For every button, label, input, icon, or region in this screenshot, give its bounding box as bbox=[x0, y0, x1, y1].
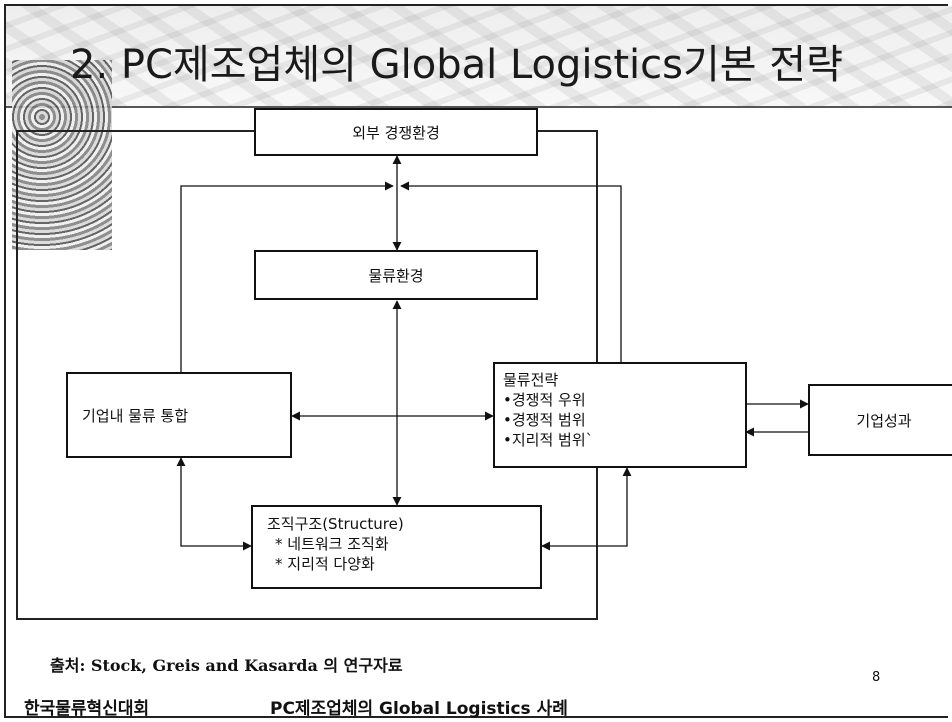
arrow-strategy-structure bbox=[541, 467, 632, 551]
box-organization-structure: 조직구조(Structure) * 네트워크 조직화 * 지리적 다양화 bbox=[251, 505, 542, 589]
box-corporate-performance: 기업성과 bbox=[808, 384, 952, 456]
box-internal-integration: 기업내 물류 통합 bbox=[66, 372, 292, 458]
box-external-competition: 외부 경쟁환경 bbox=[254, 108, 538, 156]
title-background-pattern bbox=[6, 6, 952, 108]
box-logistics-environment-label: 물류환경 bbox=[368, 266, 424, 285]
footer-presentation-title: PC제조업체의 Global Logistics 사례 bbox=[270, 699, 568, 719]
strategy-item: •경쟁적 우위 bbox=[503, 391, 586, 409]
strategy-heading: 물류전략 bbox=[503, 371, 559, 389]
slide-title: 2. PC제조업체의 Global Logistics기본 전략 bbox=[70, 42, 843, 88]
box-corporate-performance-label: 기업성과 bbox=[856, 411, 912, 430]
box-internal-integration-label: 기업내 물류 통합 bbox=[82, 406, 189, 425]
box-external-competition-label: 외부 경쟁환경 bbox=[352, 123, 440, 142]
strategy-item: •지리적 범위` bbox=[503, 431, 594, 449]
footer-organization: 한국물류혁신대회 bbox=[24, 699, 150, 719]
line-internal-to-external bbox=[180, 181, 394, 372]
arrow-internal-structure bbox=[176, 457, 252, 551]
decorative-pattern bbox=[12, 60, 112, 250]
slide-frame bbox=[4, 4, 948, 718]
structure-heading: 조직구조(Structure) bbox=[267, 515, 404, 533]
box-logistics-strategy: 물류전략 •경쟁적 우위 •경쟁적 범위 •지리적 범위` bbox=[493, 362, 747, 468]
box-logistics-environment: 물류환경 bbox=[254, 250, 538, 300]
page-number: 8 bbox=[872, 670, 881, 685]
source-citation: 출처: Stock, Greis and Kasarda 의 연구자료 bbox=[50, 656, 403, 675]
strategy-item: •경쟁적 범위 bbox=[503, 411, 586, 429]
line-strategy-to-external bbox=[400, 181, 622, 362]
structure-item: * 네트워크 조직화 bbox=[275, 535, 389, 553]
structure-item: * 지리적 다양화 bbox=[275, 555, 375, 573]
